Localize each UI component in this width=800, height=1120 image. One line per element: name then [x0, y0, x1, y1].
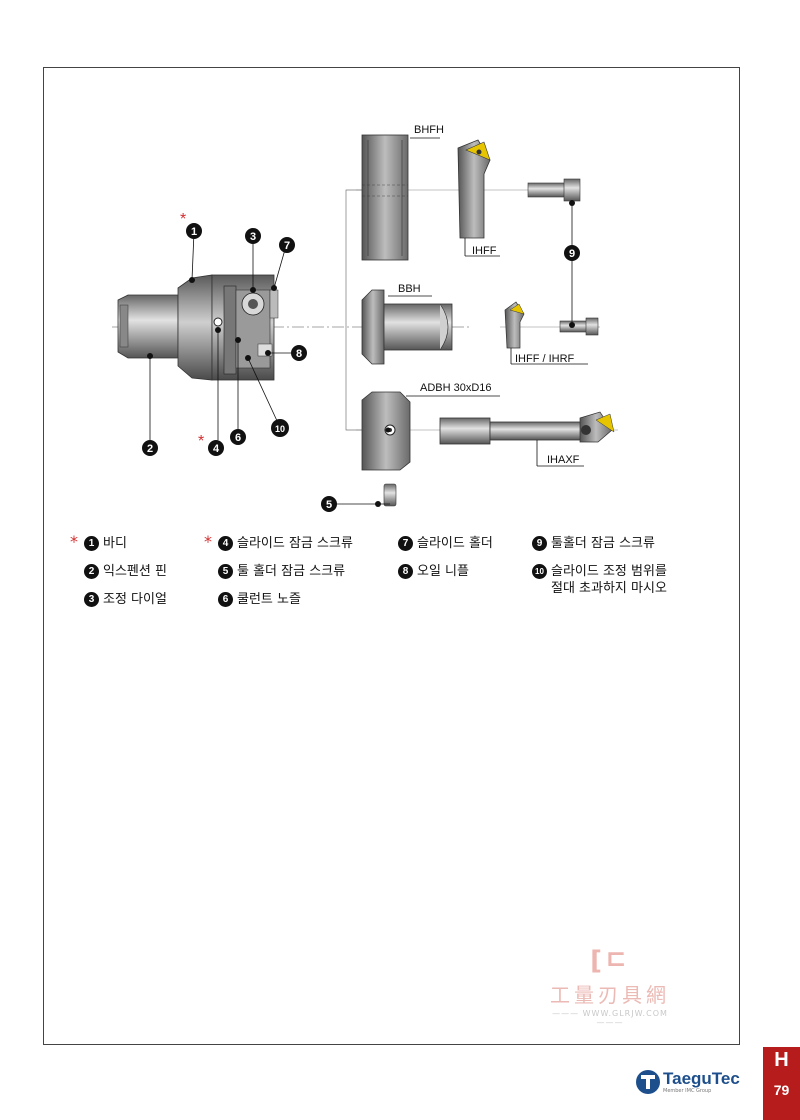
ihaxf-bar: [439, 411, 615, 445]
star-1: *: [180, 211, 186, 228]
label-bhfh: BHFH: [414, 124, 444, 136]
leader-dots: [147, 200, 575, 507]
brand-mark-icon: [636, 1070, 660, 1094]
watermark: [ㄷ 工量刃具網 ——— WWW.GLRJW.COM ———: [540, 940, 680, 1027]
bbh-holder: [361, 289, 453, 365]
leader-lines: [149, 137, 588, 505]
screw-top: [527, 178, 581, 202]
legend-item-2: 2 익스펜션 핀: [84, 563, 167, 580]
bracket-line: [345, 189, 362, 431]
section-tab: H 79: [763, 1047, 800, 1120]
label-ihaxf: IHAXF: [547, 454, 580, 466]
legend-item-5: 5 툴 홀더 잠금 스크류: [218, 563, 345, 580]
legend-item-10: 10 슬라이드 조정 범위를 절대 초과하지 마시오: [532, 563, 667, 597]
brand-logo: TaeguTec Member IMC Group: [636, 1070, 740, 1094]
screw-small: [559, 317, 599, 336]
svg-text:1: 1: [191, 226, 197, 238]
callout-4: 4: [208, 440, 224, 456]
callout-10: 10: [271, 419, 289, 437]
callout-8: 8: [291, 345, 307, 361]
svg-text:5: 5: [326, 499, 332, 511]
page-frame: [43, 67, 740, 1045]
page-number: 79: [773, 1082, 790, 1098]
callout-9: 9: [564, 245, 580, 261]
label-adbh: ADBH 30xD16: [420, 382, 492, 394]
legend-item-6: 6 쿨런트 노즐: [218, 591, 301, 608]
brand-name: TaeguTec: [663, 1068, 740, 1088]
svg-text:3: 3: [250, 231, 256, 243]
svg-text:4: 4: [213, 443, 220, 455]
callout-1: 1: [186, 223, 202, 239]
coolant-nozzle-part: [383, 483, 397, 507]
legend-item-3: 3 조정 다이얼: [84, 591, 167, 608]
legend-item-4: * 4 슬라이드 잠금 스크류: [204, 532, 353, 551]
svg-text:10: 10: [275, 424, 285, 434]
svg-text:7: 7: [284, 240, 290, 252]
bhfh-holder: [361, 134, 409, 261]
section-letter: H: [774, 1049, 789, 1071]
legend-item-7: 7 슬라이드 홀더: [398, 535, 493, 552]
callout-3: 3: [245, 228, 261, 244]
callout-6: 6: [230, 429, 246, 445]
ihff-holder-top: [457, 139, 491, 239]
watermark-text: 工量刃具網: [550, 983, 670, 1007]
legend-item-8: 8 오일 니플: [398, 563, 469, 580]
ihff-ihrf-holder: [504, 301, 525, 349]
svg-text:9: 9: [569, 248, 575, 260]
svg-text:6: 6: [235, 432, 241, 444]
svg-text:2: 2: [147, 443, 153, 455]
watermark-logo: [ㄷ: [590, 946, 630, 976]
watermark-url: ——— WWW.GLRJW.COM ———: [552, 1009, 668, 1027]
callout-7: 7: [279, 237, 295, 253]
legend-item-1: * 1 바디: [70, 532, 127, 551]
svg-text:8: 8: [296, 348, 302, 360]
star-4: *: [198, 433, 204, 450]
legend-item-9: 9 툴홀더 잠금 스크류: [532, 535, 655, 552]
callout-2: 2: [142, 440, 158, 456]
label-ihff-ihrf: IHFF / IHRF: [515, 353, 575, 365]
label-ihff: IHFF: [472, 245, 497, 257]
label-bbh: BBH: [398, 283, 421, 295]
callout-5: 5: [321, 496, 337, 512]
brand-sub: Member IMC Group: [663, 1087, 712, 1094]
